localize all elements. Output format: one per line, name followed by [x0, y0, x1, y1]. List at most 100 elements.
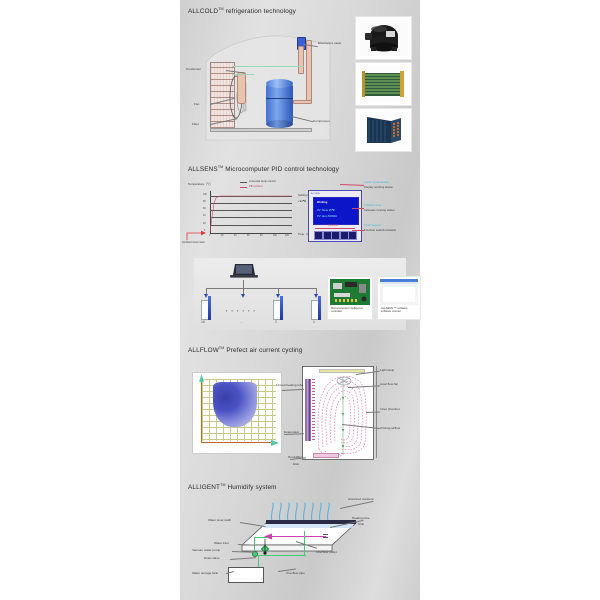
callout-cyan-keypad: Touch keypad [364, 224, 381, 227]
compressor-seam [266, 98, 293, 99]
section-allcold: ALLCOLDTM refrigeration technology [180, 0, 420, 160]
x-tick: 100 [273, 235, 277, 237]
section-alligent: ALLIGENTTM Humidify system [180, 475, 420, 600]
label-overflow-pipe: Overflow pipe [286, 571, 305, 575]
sensor-number-16: 16 [201, 320, 205, 324]
callout-cyan-indicator: Indicator lamp [364, 204, 381, 207]
label-vacuum-water-pump: Vacuum water pump [192, 548, 221, 552]
chart-series-pid [209, 195, 292, 234]
x-tick: 120 [285, 235, 289, 237]
label-water-level-swith: Water level swith [208, 518, 232, 522]
legend-label-pid: PID control [249, 185, 263, 188]
label-disk: Disk [293, 462, 300, 466]
lcd-menu-label: Function [328, 224, 338, 227]
callout-cyan-display: Liquid crystal display [364, 181, 389, 184]
callout-indicator-status: Indicates running status [364, 208, 395, 212]
photo-software: ALLSENS ™ software software monitor [377, 276, 421, 320]
label-water-inlet: Water inlet [214, 541, 229, 545]
leader-finned-tube [282, 388, 304, 391]
section-allflow: ALLFLOWTM Prefect air current cycling [180, 340, 420, 475]
label-atomized-moisture: Atomized moisture [348, 497, 374, 501]
chart-y-axis [210, 191, 211, 233]
atomized-moisture-arrows [270, 502, 330, 522]
y-tick: 0 [204, 230, 206, 232]
accumulator [237, 72, 246, 104]
legend-label-universal: Universal temp control [249, 180, 276, 183]
lcd-controller: ALLSENS Working PV: Temp 25℃ PV: Hum 50%… [308, 190, 362, 242]
sensor-ellipsis: ▪ ▪ ▪ ▪ ▪ ▪ [226, 308, 257, 313]
cfd-plot [192, 372, 282, 454]
vacuum-pump-icon[interactable] [252, 551, 258, 557]
inner-chamber-diagram [302, 366, 374, 460]
y-tick: 20 [203, 223, 206, 225]
leader-atomized-moisture [340, 500, 374, 509]
ambient-arrow [186, 230, 206, 240]
heating-tube-element [268, 536, 326, 537]
label-water-storage-tank: Water storage tank [192, 571, 219, 575]
alligent-title: ALLIGENTTM Humidify system [188, 483, 277, 492]
label-evaporator: Evaporator [284, 430, 300, 434]
note-setting-temp: Setting temp [298, 193, 314, 197]
drop-arrows [204, 294, 318, 298]
photo-evaporator [355, 108, 412, 152]
water-inlet-h [254, 537, 268, 539]
lcd-header: Working [317, 201, 328, 204]
section-allsens: ALLSENSTM Microcomputer PID control tech… [180, 160, 421, 340]
legend-swatch-universal [240, 182, 247, 183]
x-tick: 60 [247, 235, 250, 237]
cfd-x-axis [201, 442, 277, 443]
label-axial-flow-fan: Axial flow fan [380, 382, 399, 386]
heating-tube-fins [312, 379, 315, 441]
suction-line [232, 66, 304, 68]
evaporator-coil [305, 379, 311, 441]
label-drain-valve: Drain valve [204, 556, 220, 560]
discharge-line [232, 74, 254, 76]
base-frame [210, 128, 312, 132]
airflow-volume [213, 382, 257, 427]
sink-mark-a [323, 534, 328, 535]
lcd-brand: ALLSENS [311, 192, 321, 195]
overflow-pipe-h [254, 555, 306, 557]
cfd-y-axis [201, 377, 202, 443]
sensor-number-1: 1 [313, 320, 315, 324]
cfd-axis-arrow-x [271, 440, 279, 446]
y-tick: 100 [203, 194, 207, 196]
label-filter: Filter [192, 122, 199, 126]
sensor-network-panel: ▪ ▪ ▪ ▪ ▪ ▪ 16 … 2 1 [194, 258, 421, 330]
note-ambient-start: Ambient temp start [182, 241, 205, 244]
legend-swatch-pid [240, 187, 247, 188]
label-sink: Sink [358, 522, 365, 526]
compressor-outlet [293, 100, 312, 104]
allsens-title: ALLSENSTM Microcomputer PID control tech… [188, 165, 339, 174]
sensor-bar-1 [318, 296, 321, 320]
label-inner-chamber: Inner chamber [380, 407, 400, 411]
compressor-top [266, 79, 293, 88]
photo-condenser-coil [355, 62, 412, 106]
x-tick: 0 [209, 235, 211, 237]
chart-y-title: Temperature（℃） [188, 182, 213, 186]
label-condenser: Condenser [186, 67, 202, 71]
caption-pcb: Microcomputer intelligence controller [331, 307, 363, 314]
sink-mark-b [323, 537, 328, 538]
chart-x-axis [210, 233, 292, 234]
x-tick: 20 [221, 235, 224, 237]
heating-tube-arrow [264, 533, 272, 540]
note-setting-value: +90℃ [298, 199, 306, 203]
label-humidifier: Humidifier [288, 455, 302, 459]
water-inlet-riser [254, 537, 256, 556]
water-storage-tank-box [228, 567, 264, 583]
label-light-lamp: Light lamp [380, 368, 395, 372]
caption-software: ALLSENS ™ software software monitor [381, 307, 408, 314]
leader-display [339, 184, 364, 186]
label-overflow-outlet: Overflow outlet [316, 550, 337, 554]
compressor-body [266, 83, 293, 125]
valve-pipe [298, 46, 304, 74]
drain-riser [258, 555, 260, 569]
lcd-key-esc[interactable] [348, 231, 357, 240]
sensor-bar-2 [280, 296, 283, 320]
label-electronics-valve: Electronics valve [318, 41, 342, 45]
label-circling-airflow: Circling airflow [380, 426, 401, 430]
label-compressor: Compressor [313, 119, 330, 123]
lcd-line1: PV: Temp 25℃ [317, 209, 335, 212]
label-fan: Fan [194, 102, 200, 106]
